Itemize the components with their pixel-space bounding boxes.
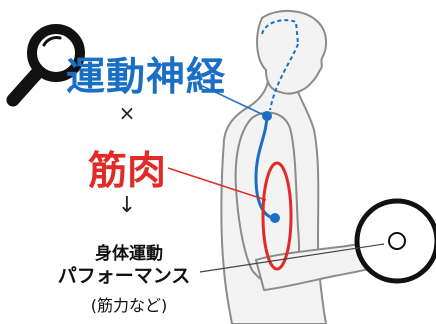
times-sign: × [118, 101, 136, 125]
motor-nerve-label: 運動神経 [66, 55, 227, 100]
performance-label-line1: 身体運動 [95, 244, 163, 264]
performance-label-line2: パフォーマンス [57, 265, 191, 287]
down-arrow-icon: ↓ [117, 193, 137, 218]
dumbbell [354, 198, 436, 284]
brain-outline [261, 19, 299, 45]
performance-pointer-line [199, 243, 385, 273]
muscle-biceps [261, 161, 293, 271]
spinal-cord [269, 43, 299, 111]
head-outline [256, 9, 328, 95]
muscle-pointer-line [167, 167, 267, 201]
performance-note: (筋力など) [90, 296, 168, 315]
magnifying-glass-icon [6, 24, 85, 107]
muscle-label: 筋肉 [88, 149, 167, 194]
nerve-pointer-line [195, 82, 269, 118]
